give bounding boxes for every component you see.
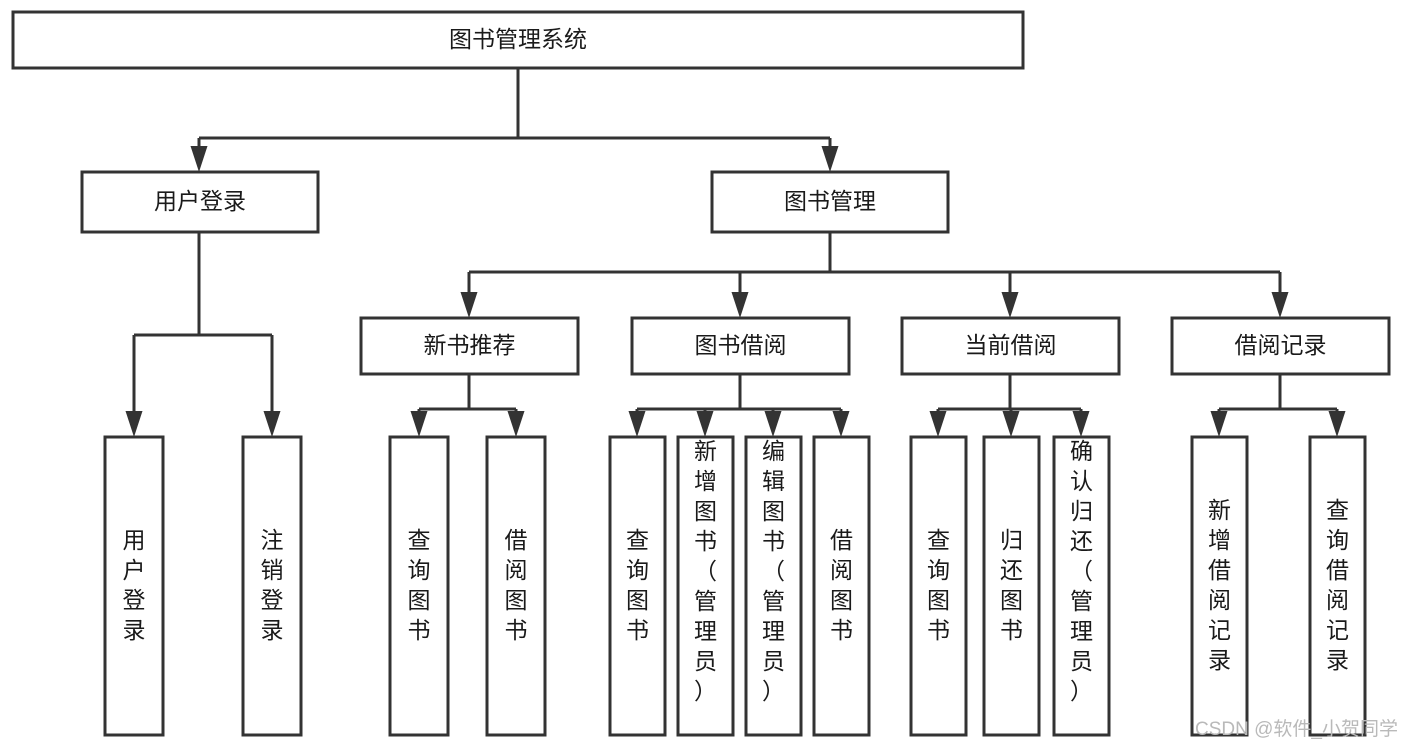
node-box-current-borrow: [900, 316, 1121, 376]
new-book-recommend-arrow-0-head: [410, 411, 428, 437]
node-book-borrow[interactable]: 图书借阅: [630, 316, 851, 376]
node-label-leaf-query-book-recommend: 查询图书: [408, 527, 431, 643]
node-box-leaf-logout-login: [241, 435, 303, 737]
node-box-leaf-query-book-current: [909, 435, 968, 737]
new-book-recommend-arrow-1-head: [507, 411, 525, 437]
node-label-root: 图书管理系统: [449, 26, 587, 52]
node-label-leaf-logout-login: 注销登录: [261, 527, 284, 643]
node-borrow-record[interactable]: 借阅记录: [1170, 316, 1391, 376]
node-leaf-logout-login[interactable]: 注销登录: [241, 435, 303, 737]
node-label-leaf-borrow-book: 借阅图书: [830, 527, 853, 643]
root-arrow-0-head: [190, 146, 208, 172]
node-leaf-borrow-book-recommend[interactable]: 借阅图书: [485, 435, 547, 737]
book-borrow-arrow-3-head: [832, 411, 850, 437]
node-label-leaf-borrow-book-recommend: 借阅图书: [505, 527, 528, 643]
node-label-book-borrow: 图书借阅: [695, 332, 787, 358]
node-label-borrow-record: 借阅记录: [1235, 332, 1327, 358]
csdn-watermark: CSDN @软件_小贺同学: [1195, 718, 1398, 740]
book-manage-arrow-0-head: [460, 292, 478, 318]
node-leaf-add-book-admin[interactable]: 新增图书（管理员）: [676, 435, 735, 737]
node-box-root: [11, 10, 1025, 70]
node-leaf-query-borrow-record[interactable]: 查询借阅记录: [1308, 435, 1367, 737]
node-box-user-login: [80, 170, 320, 234]
book-borrow-arrow-1-head: [696, 411, 714, 437]
book-manage-arrow-1-head: [731, 292, 749, 318]
node-leaf-user-login[interactable]: 用户登录: [103, 435, 165, 737]
node-label-leaf-add-book-admin: 新增图书（管理员）: [694, 438, 717, 704]
node-label-leaf-confirm-return-admin: 确认归还（管理员）: [1070, 438, 1093, 704]
node-book-manage[interactable]: 图书管理: [710, 170, 950, 234]
node-box-leaf-return-book: [982, 435, 1041, 737]
node-leaf-borrow-book[interactable]: 借阅图书: [812, 435, 871, 737]
book-manage-arrow-2-head: [1001, 292, 1019, 318]
borrow-record-arrow-0-head: [1210, 411, 1228, 437]
node-box-leaf-add-borrow-record: [1190, 435, 1249, 737]
node-box-leaf-user-login: [103, 435, 165, 737]
node-label-user-login: 用户登录: [154, 188, 246, 214]
node-box-leaf-confirm-return-admin: [1052, 435, 1111, 737]
node-label-leaf-query-book-borrow: 查询图书: [626, 527, 649, 643]
current-borrow-arrow-1-head: [1002, 411, 1020, 437]
root-arrow-1-head: [821, 146, 839, 172]
node-leaf-return-book[interactable]: 归还图书: [982, 435, 1041, 737]
node-label-leaf-query-borrow-record: 查询借阅记录: [1326, 497, 1349, 673]
node-label-leaf-add-borrow-record: 新增借阅记录: [1208, 497, 1231, 673]
node-box-leaf-edit-book-admin: [744, 435, 803, 737]
node-leaf-edit-book-admin[interactable]: 编辑图书（管理员）: [744, 435, 803, 737]
node-label-leaf-user-login: 用户登录: [123, 527, 146, 643]
node-user-login[interactable]: 用户登录: [80, 170, 320, 234]
node-leaf-add-borrow-record[interactable]: 新增借阅记录: [1190, 435, 1249, 737]
node-label-leaf-return-book: 归还图书: [1000, 527, 1023, 643]
node-box-book-borrow: [630, 316, 851, 376]
node-current-borrow[interactable]: 当前借阅: [900, 316, 1121, 376]
node-label-leaf-query-book-current: 查询图书: [927, 527, 950, 643]
book-borrow-arrow-0-head: [628, 411, 646, 437]
node-box-book-manage: [710, 170, 950, 234]
book-borrow-arrow-2-head: [764, 411, 782, 437]
node-box-leaf-borrow-book-recommend: [485, 435, 547, 737]
node-box-leaf-borrow-book: [812, 435, 871, 737]
node-box-leaf-add-book-admin: [676, 435, 735, 737]
book-manage-arrow-3-head: [1271, 292, 1289, 318]
node-leaf-confirm-return-admin[interactable]: 确认归还（管理员）: [1052, 435, 1111, 737]
node-leaf-query-book-recommend[interactable]: 查询图书: [388, 435, 450, 737]
user-login-arrow-0-head: [125, 411, 143, 437]
node-new-book-recommend[interactable]: 新书推荐: [359, 316, 580, 376]
node-box-leaf-query-book-borrow: [608, 435, 667, 737]
node-box-leaf-query-borrow-record: [1308, 435, 1367, 737]
node-layer: 图书管理系统用户登录图书管理新书推荐图书借阅当前借阅借阅记录用户登录注销登录查询…: [11, 10, 1391, 737]
node-box-new-book-recommend: [359, 316, 580, 376]
node-label-leaf-edit-book-admin: 编辑图书（管理员）: [762, 438, 785, 704]
current-borrow-arrow-2-head: [1072, 411, 1090, 437]
node-leaf-query-book-borrow[interactable]: 查询图书: [608, 435, 667, 737]
connector-layer: [125, 68, 1346, 437]
borrow-record-arrow-1-head: [1328, 411, 1346, 437]
node-label-book-manage: 图书管理: [784, 188, 876, 214]
node-leaf-query-book-current[interactable]: 查询图书: [909, 435, 968, 737]
current-borrow-arrow-0-head: [929, 411, 947, 437]
node-root[interactable]: 图书管理系统: [11, 10, 1025, 70]
node-label-current-borrow: 当前借阅: [965, 332, 1057, 358]
node-box-borrow-record: [1170, 316, 1391, 376]
node-box-leaf-query-book-recommend: [388, 435, 450, 737]
user-login-arrow-1-head: [263, 411, 281, 437]
node-label-new-book-recommend: 新书推荐: [424, 332, 516, 358]
